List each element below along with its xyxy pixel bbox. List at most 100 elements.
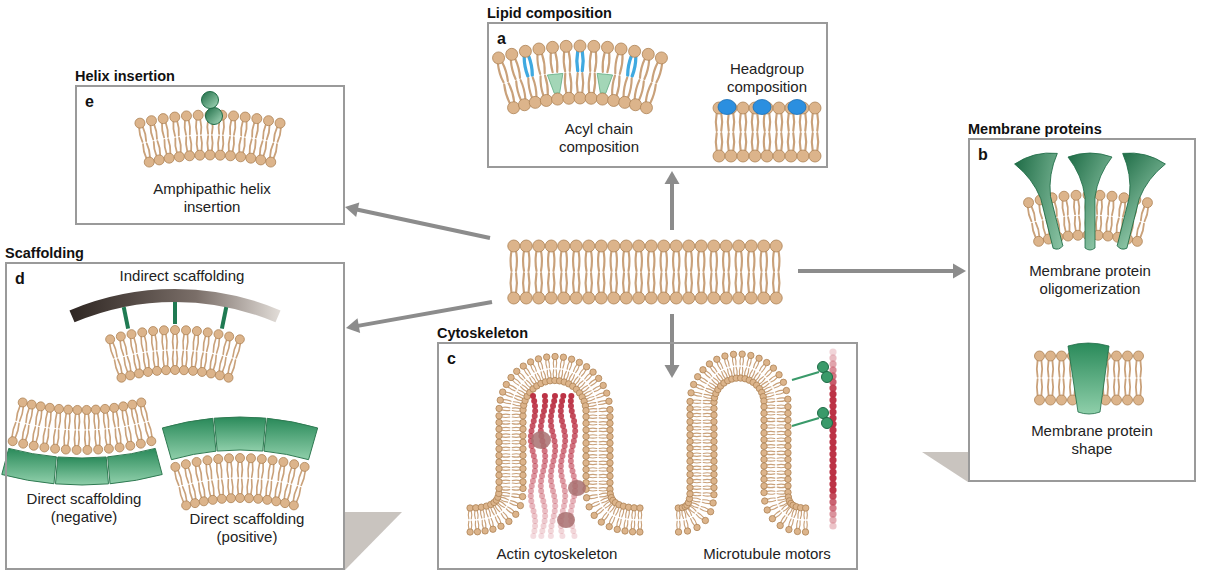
panel-heading: Helix insertion	[75, 67, 175, 85]
lipid-tail	[763, 113, 766, 130]
lipid-head	[506, 48, 518, 60]
lipid-tail	[485, 520, 486, 528]
lipid-tail	[177, 121, 179, 135]
actin-filament	[548, 423, 554, 429]
lipid-tail	[84, 431, 86, 446]
lipid-tail	[270, 143, 273, 157]
lipid-head	[533, 240, 545, 252]
lipid-tail	[551, 53, 553, 72]
lipid-tail	[597, 395, 604, 398]
lipid-tail	[252, 123, 254, 137]
lipid-tail	[1068, 217, 1070, 231]
actin-filament	[551, 453, 557, 459]
lipid-tail	[126, 410, 129, 425]
actin-filament	[538, 533, 544, 539]
lipid-tail	[183, 334, 184, 349]
lipid-head	[224, 373, 233, 382]
tether	[222, 307, 226, 329]
lipid-tail	[589, 470, 597, 472]
lipid-tail	[512, 433, 520, 435]
lipid-tail	[773, 382, 780, 385]
lipid-head	[280, 499, 289, 508]
lipid-tail	[806, 511, 808, 519]
lipid-head	[607, 433, 613, 439]
lipid-head	[591, 512, 597, 518]
lipid-tail	[704, 394, 712, 396]
actin-filament	[560, 478, 566, 484]
lipid-tail	[599, 457, 607, 459]
lipid-head	[708, 292, 720, 304]
lipid-tail	[506, 392, 513, 395]
lipid-tail	[565, 273, 568, 292]
lipid-tail	[1113, 379, 1116, 395]
lipid-tail	[491, 508, 494, 515]
lipid-tail	[756, 113, 759, 130]
lipid-head	[257, 454, 266, 463]
lipid-head	[138, 328, 147, 337]
lipid-tail	[634, 273, 637, 292]
arrow-head	[345, 202, 359, 217]
lipid-tail	[778, 499, 786, 500]
lipid-tail	[547, 370, 548, 378]
lipid-tail	[566, 372, 568, 380]
lipid-tail	[125, 428, 128, 443]
actin-filament	[548, 478, 554, 484]
lipid-head	[149, 327, 158, 336]
lipid-head	[520, 446, 526, 452]
lipid-head	[785, 436, 791, 442]
lipid-head	[547, 41, 559, 53]
lipid-tail	[617, 76, 620, 95]
lipid-head	[1132, 236, 1142, 246]
lipid-tail	[147, 143, 150, 157]
lipid-head	[711, 438, 717, 444]
lipid-head	[607, 473, 613, 479]
lipid-head	[179, 366, 188, 375]
lipid-head	[545, 292, 557, 304]
lipid-head	[45, 403, 54, 412]
lipid-head	[761, 456, 767, 462]
lipid-head	[275, 118, 285, 128]
lipid-tail	[1140, 361, 1143, 377]
lipid-tail	[767, 484, 775, 486]
lipid-tail	[497, 516, 500, 523]
lipid-tail	[20, 407, 24, 421]
lipid-tail	[559, 273, 562, 292]
lipid-tail	[1058, 379, 1061, 395]
lipid-tail	[599, 450, 607, 452]
lipid-head	[498, 523, 504, 529]
lipid-tail	[260, 141, 263, 155]
lipid-head	[583, 446, 589, 452]
lipid-tail	[581, 73, 584, 92]
tether	[173, 302, 177, 324]
lipid-tail	[512, 466, 520, 468]
actin-filament	[532, 413, 538, 419]
lipid-head	[203, 456, 212, 465]
lipid-tail	[703, 459, 711, 461]
lipid-head	[185, 151, 195, 161]
lipid-tail	[701, 377, 708, 381]
lipid-tail	[599, 480, 607, 482]
lipid-head	[607, 440, 613, 446]
lipid-tail	[1113, 361, 1116, 377]
lipid-head	[191, 499, 200, 508]
lipid-tail	[767, 371, 773, 377]
lipid-head	[208, 495, 217, 504]
lipid-tail	[703, 472, 711, 474]
lipid-tail	[777, 487, 785, 489]
lipid-head	[655, 52, 667, 64]
lipid-tail	[1124, 379, 1127, 395]
actin-filament	[549, 408, 555, 414]
lipid-head	[720, 292, 732, 304]
actin-filament	[571, 418, 577, 424]
lipid-tail	[560, 360, 561, 368]
actin-filament	[528, 498, 534, 504]
lipid-tail	[703, 413, 711, 415]
lipid-head	[620, 240, 632, 252]
panel-label: Indirect scaffolding	[77, 267, 287, 285]
lipid-tail	[201, 136, 202, 150]
lipid-head	[711, 478, 717, 484]
lipid-tail	[581, 51, 585, 70]
lipid-head	[640, 102, 652, 114]
lipid-tail	[693, 419, 701, 421]
microtubule	[829, 522, 836, 529]
